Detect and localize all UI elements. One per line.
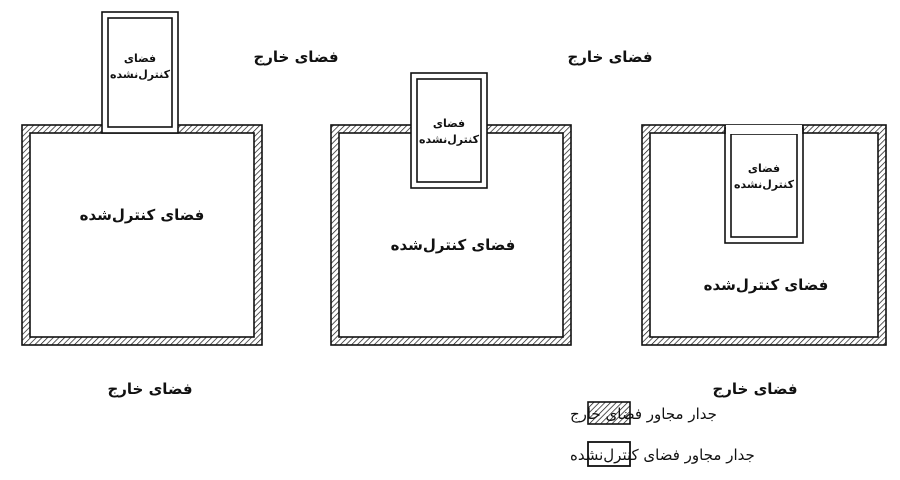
left-outside-label-bottom: فضای خارج	[107, 380, 192, 398]
right-outside-label-bottom: فضای خارج	[712, 380, 797, 398]
right-uncontrolled-label-line2: کنترل‌نشده	[734, 178, 795, 191]
middle-controlled-label: فضای کنترل‌شده	[391, 236, 516, 254]
legend-swatch-plain	[587, 441, 631, 467]
scenario-middle: فضای کنترل‌نشده فضای کنترل‌شده فضای خارج	[330, 48, 653, 346]
middle-uncontrolled-label-line1: فضای	[433, 117, 465, 130]
legend-label-plain: جدار مجاور فضای کنترل‌نشده	[570, 446, 755, 464]
left-outside-label-top: فضای خارج	[253, 48, 338, 66]
legend-item-plain: جدار مجاور فضای کنترل‌نشده	[570, 441, 755, 467]
legend-swatch-hatched	[587, 401, 631, 425]
right-uncontrolled-top-join	[726, 125, 802, 134]
legend: جدار مجاور فضای خارج جدار مجاور فضای کنت…	[570, 401, 755, 467]
middle-uncontrolled-label-line2: کنترل‌نشده	[419, 133, 480, 146]
middle-outside-label-top: فضای خارج	[567, 48, 652, 66]
left-controlled-room	[29, 132, 255, 338]
middle-uncontrolled-inner	[416, 78, 482, 183]
right-uncontrolled-label-line1: فضای	[748, 162, 780, 175]
left-uncontrolled-inner	[107, 17, 173, 128]
legend-item-hatched: جدار مجاور فضای خارج	[570, 401, 717, 425]
right-controlled-label: فضای کنترل‌شده	[704, 276, 829, 294]
scenario-right: فضای کنترل‌نشده فضای کنترل‌شده فضای خارج	[641, 124, 887, 398]
right-uncontrolled-inner	[730, 133, 798, 238]
left-uncontrolled-label-line1: فضای	[124, 52, 156, 65]
scenario-left: فضای کنترل‌نشده فضای کنترل‌شده فضای خارج…	[21, 11, 339, 398]
left-controlled-label: فضای کنترل‌شده	[80, 206, 205, 224]
legend-label-hatched: جدار مجاور فضای خارج	[570, 405, 717, 424]
left-uncontrolled-label-line2: کنترل‌نشده	[110, 68, 171, 81]
